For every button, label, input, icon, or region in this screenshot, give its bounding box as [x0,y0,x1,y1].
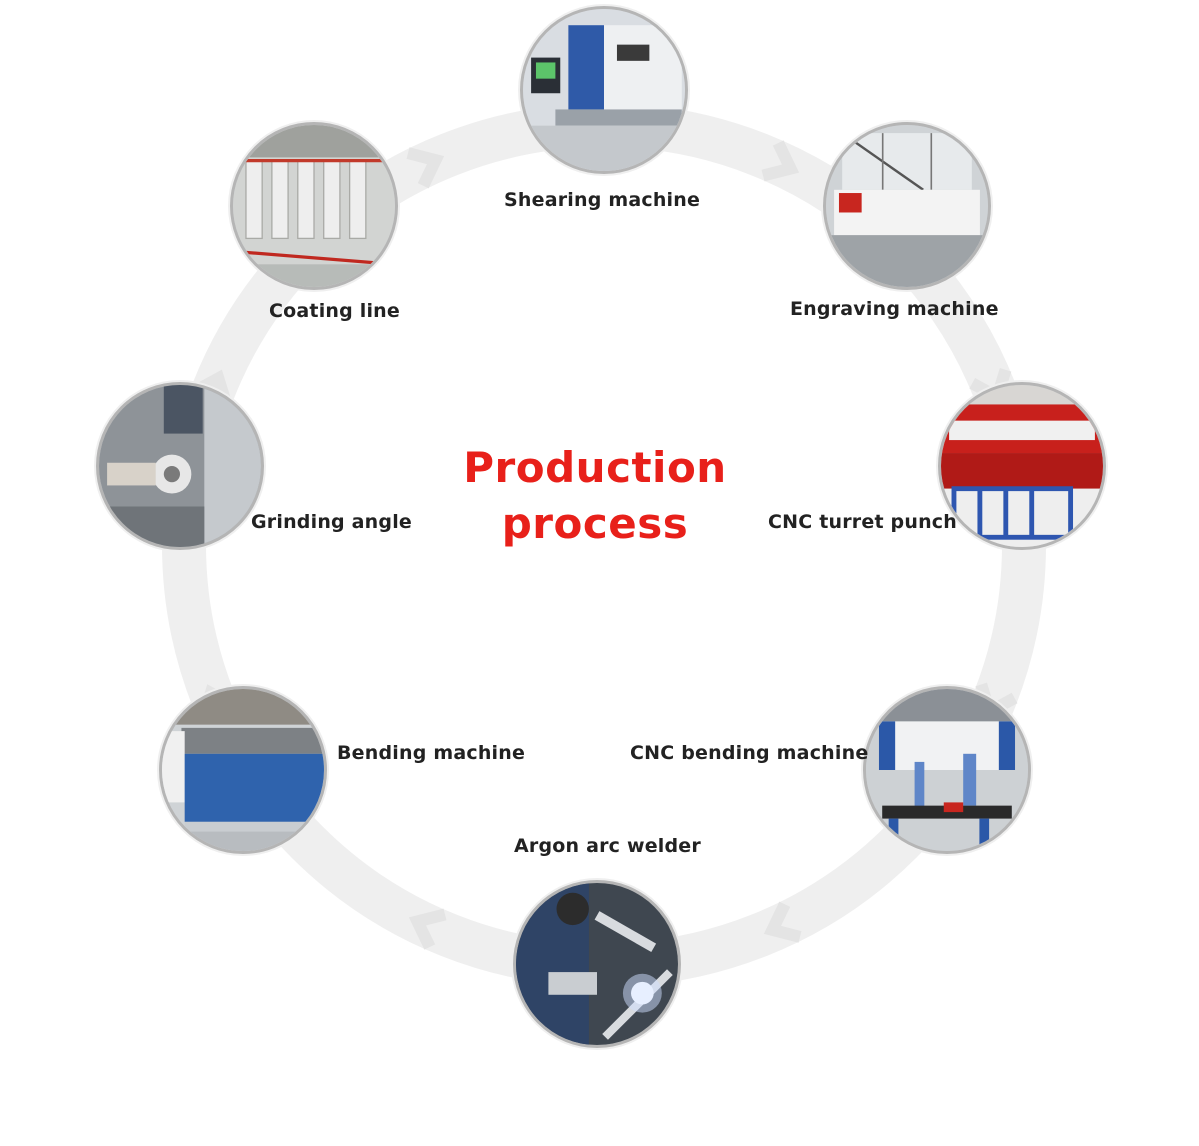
engraving-machine-photo [823,122,991,290]
flow-chevron-arrow [763,901,802,943]
step-label-grinding-angle: Grinding angle [251,511,413,533]
step-label-coating-line: Coating line [269,300,400,322]
grinding-angle-photo [96,382,264,550]
argon-arc-welder-photo [513,880,681,1048]
flow-chevron-arrow [406,147,445,189]
coating-line-photo [230,122,398,290]
flow-chevron-arrow [761,140,800,182]
diagram-title-line-1: Production [463,443,727,492]
step-label-bending-machine: Bending machine [337,742,526,764]
step-label-engraving-machine: Engraving machine [790,298,999,320]
cnc-bending-machine-photo [863,686,1031,854]
step-label-cnc-turret-punch: CNC turret punch [768,511,957,533]
step-label-shearing-machine: Shearing machine [504,189,701,211]
bending-machine-photo [159,686,327,854]
shearing-machine-photo [520,6,688,174]
diagram-title-line-2: process [501,499,689,548]
cnc-turret-punch-photo [938,382,1106,550]
flow-chevron-arrow [408,908,447,950]
step-label-cnc-bending-machine: CNC bending machine [630,742,869,764]
step-label-argon-arc-welder: Argon arc welder [514,835,701,857]
